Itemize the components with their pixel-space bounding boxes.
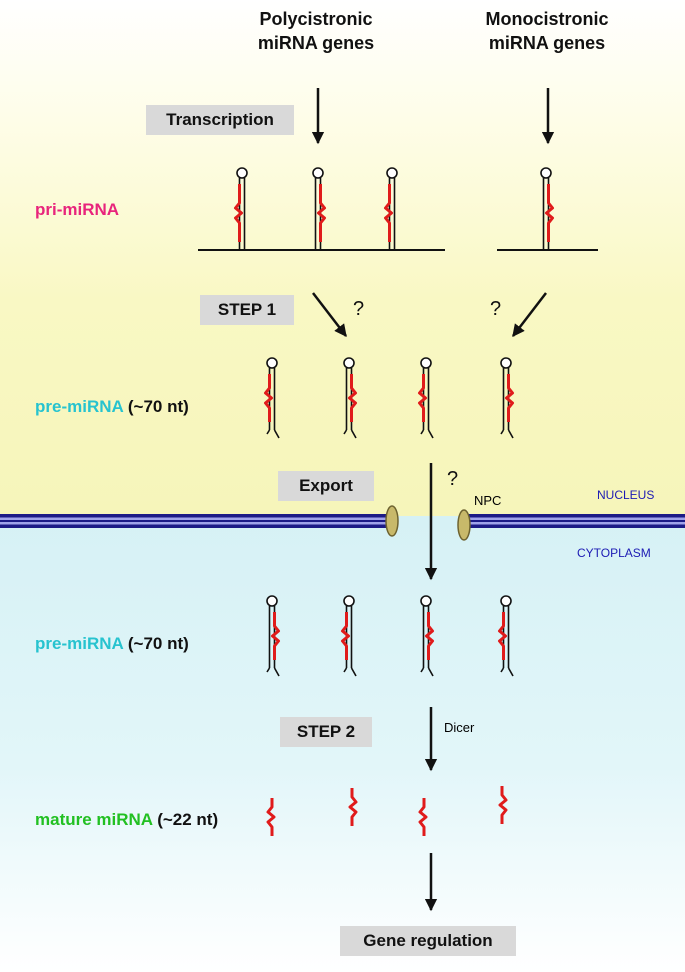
pre-hairpin-nucleus-1-foot-right [273,429,280,439]
pre-hairpin-nucleus-4-foot-right [507,429,514,439]
pri-hairpin-poly-1-loop [236,167,248,179]
pre-hairpin-cytoplasm-4-foot-right [507,667,514,677]
pre-hairpin-nucleus-2-mirna-strand [348,374,357,422]
pre-hairpin-cytoplasm-1-foot-right [273,667,280,677]
pre-hairpin-nucleus-4-loop [500,357,512,369]
pri-hairpin-poly-3-loop [386,167,398,179]
step-transcription: Transcription [146,105,294,135]
pri-mirna-name: pri-miRNA [35,200,120,219]
nuclear-pore-left [385,505,399,537]
pre-mirna-size: (~70 nt) [127,397,189,416]
pre-hairpin-nucleus-1-foot-left [266,429,271,435]
mature-mirna-strand-1 [266,798,276,836]
question-mark-mono: ? [490,298,502,320]
npc-label: NPC [474,493,502,508]
hairpin-group [234,167,554,836]
pre-hairpin-cytoplasm-4-mirna-strand [498,612,507,660]
pre-hairpin-cytoplasm-4-foot-left [500,667,505,673]
arrow-step1-mono [512,292,547,337]
question-mark-poly: ? [353,298,365,320]
pre-hairpin-cytoplasm-3-foot-right [427,667,434,677]
mature-mirna-strand-4 [498,786,508,824]
label-pri-mirna: pri-miRNA [35,200,119,220]
label-mature-mirna: mature miRNA (~22 nt) [35,810,218,830]
header-monocistronic: Monocistronic miRNA genes [485,9,609,53]
step-1: STEP 1 [200,295,294,325]
pre-hairpin-cytoplasm-2-mirna-strand [341,612,350,660]
dicer-label: Dicer [444,720,475,735]
pre-hairpin-nucleus-2-foot-left [343,429,348,435]
pre-hairpin-cytoplasm-1-mirna-strand [271,612,280,660]
pre-hairpin-nucleus-3-foot-left [420,429,425,435]
pre-hairpin-cytoplasm-2-foot-left [343,667,348,673]
pre-hairpin-cytoplasm-3-mirna-strand [425,612,434,660]
arrow-step1-poly [312,292,347,337]
pre-hairpin-cytoplasm-1-foot-left [266,667,271,673]
mature-mirna-size: (~22 nt) [157,810,219,829]
pre-hairpin-nucleus-3-mirna-strand [418,374,427,422]
step-export: Export [278,471,374,501]
nuclear-envelope [0,514,685,528]
pre-mirna-size: (~70 nt) [127,634,189,653]
pre-hairpin-nucleus-3-loop [420,357,432,369]
nucleus-region [0,0,685,516]
pre-hairpin-cytoplasm-3-loop [420,595,432,607]
mature-mirna-name: mature miRNA [35,810,153,829]
step-2: STEP 2 [280,717,372,747]
mature-mirna-strand-3 [418,798,428,836]
pre-mirna-name: pre-miRNA [35,397,124,416]
cytoplasm-label: CYTOPLASM [577,546,651,560]
nuclear-pore-right [457,509,471,541]
question-mark-export: ? [447,468,459,490]
step-gene-regulation: Gene regulation [340,926,516,956]
pri-hairpin-mono-loop [540,167,552,179]
label-pre-mirna-cytoplasm: pre-miRNA (~70 nt) [35,634,189,654]
pre-hairpin-cytoplasm-2-loop [343,595,355,607]
pre-hairpin-cytoplasm-2-foot-right [350,667,357,677]
pre-hairpin-nucleus-2-foot-right [350,429,357,439]
pri-hairpin-poly-1-mirna-strand [234,184,243,242]
pre-hairpin-cytoplasm-3-foot-left [420,667,425,673]
pri-hairpin-poly-2-mirna-strand [317,184,326,242]
pri-hairpin-poly-2-loop [312,167,324,179]
pri-hairpin-mono-mirna-strand [545,184,554,242]
label-pre-mirna-nucleus: pre-miRNA (~70 nt) [35,397,189,417]
pre-hairpin-cytoplasm-4-loop [500,595,512,607]
pre-hairpin-nucleus-4-mirna-strand [505,374,514,422]
pri-hairpin-poly-3-mirna-strand [384,184,393,242]
pre-hairpin-nucleus-4-foot-left [500,429,505,435]
pre-hairpin-nucleus-3-foot-right [427,429,434,439]
pre-mirna-name: pre-miRNA [35,634,124,653]
nucleus-label: NUCLEUS [597,488,655,502]
pre-hairpin-nucleus-1-mirna-strand [264,374,273,422]
pre-hairpin-nucleus-2-loop [343,357,355,369]
header-polycistronic: Polycistronic miRNA genes [257,9,375,53]
mature-mirna-strand-2 [348,788,358,826]
pre-hairpin-nucleus-1-loop [266,357,278,369]
pre-hairpin-cytoplasm-1-loop [266,595,278,607]
